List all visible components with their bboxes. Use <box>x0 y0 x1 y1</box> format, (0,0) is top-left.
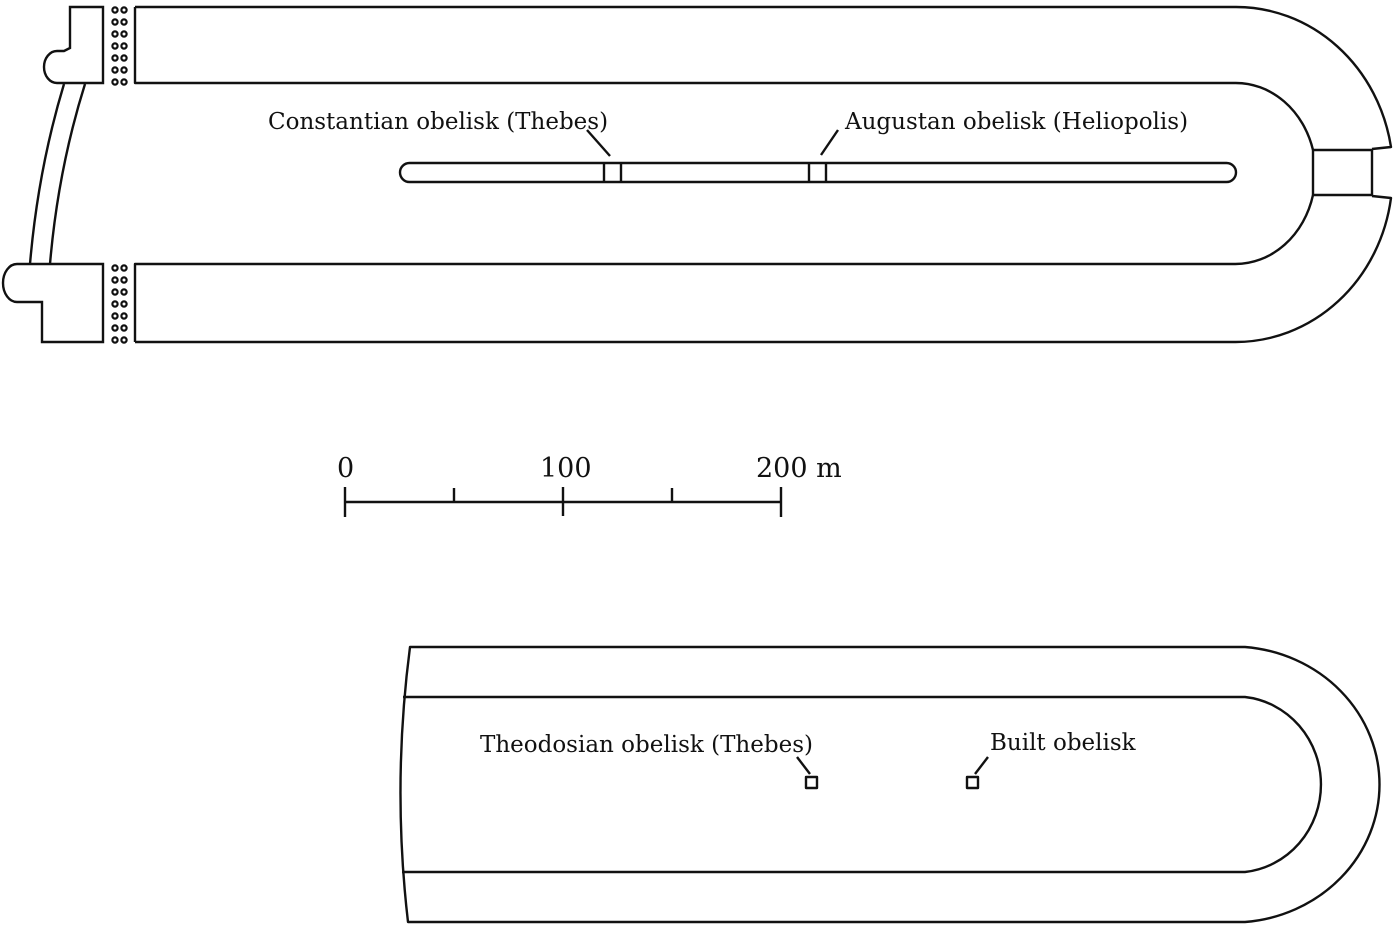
column-dot <box>120 78 128 86</box>
inner-track-curve <box>1234 81 1315 266</box>
column-dot <box>111 276 119 284</box>
column-dot <box>120 264 128 272</box>
column-dot <box>120 66 128 74</box>
column-dot <box>111 264 119 272</box>
column-dot <box>120 312 128 320</box>
column-dot <box>111 78 119 86</box>
column-dot <box>111 18 119 26</box>
column-dot <box>120 6 128 14</box>
constantian-leader-line <box>586 129 611 157</box>
column-dot <box>120 18 128 26</box>
column-dot <box>111 6 119 14</box>
column-dot <box>111 42 119 50</box>
scale-line <box>343 487 783 517</box>
column-dot <box>120 324 128 332</box>
column-dot <box>111 312 119 320</box>
column-dot <box>120 300 128 308</box>
curved-wall <box>28 83 87 265</box>
column-dot <box>120 30 128 38</box>
column-dot <box>120 288 128 296</box>
column-dot <box>111 300 119 308</box>
built-leader-line <box>974 756 989 775</box>
outer-wall-top <box>135 5 1393 151</box>
built-obelisk-label: Built obelisk <box>990 730 1137 756</box>
spina <box>398 161 1238 184</box>
outer-wall-bottom <box>135 194 1393 344</box>
column-dot <box>111 66 119 74</box>
start-end-top <box>133 7 1235 85</box>
theodosian-obelisk-marker <box>804 775 819 790</box>
theodosian-obelisk-label: Theodosian obelisk (Thebes) <box>480 732 813 758</box>
top-circus-plan: Constantian obelisk (Thebes) Augustan ob… <box>1 5 1393 344</box>
scale-label-0: 0 <box>337 453 354 484</box>
scale-bar: 0 100 200 m <box>337 453 842 517</box>
constantian-obelisk-marker <box>602 163 623 182</box>
column-dot <box>120 54 128 62</box>
bottom-circus-plan: Theodosian obelisk (Thebes) Built obelis… <box>399 645 1381 924</box>
column-dot <box>120 336 128 344</box>
scale-label-200: 200 m <box>756 453 842 484</box>
augustan-leader-line <box>820 129 839 156</box>
constantian-obelisk-label: Constantian obelisk (Thebes) <box>268 109 608 135</box>
column-dot <box>111 288 119 296</box>
theodosian-leader-line <box>796 756 811 775</box>
column-dot <box>111 324 119 332</box>
inner-track <box>402 695 1323 874</box>
column-dot <box>111 54 119 62</box>
scale-label-100: 100 <box>540 453 592 484</box>
column-dot <box>120 276 128 284</box>
gate <box>1311 148 1374 197</box>
colonnade-dots <box>111 6 128 344</box>
augustan-obelisk-label: Augustan obelisk (Heliopolis) <box>844 109 1188 135</box>
carceres-block-top <box>42 5 105 85</box>
outer-wall <box>399 645 1381 924</box>
column-dot <box>120 42 128 50</box>
column-dot <box>111 336 119 344</box>
start-end-bottom <box>133 262 1235 342</box>
column-dot <box>111 30 119 38</box>
built-obelisk-marker <box>965 775 980 790</box>
augustan-obelisk-marker <box>807 163 828 182</box>
carceres-block-bottom <box>1 262 105 344</box>
